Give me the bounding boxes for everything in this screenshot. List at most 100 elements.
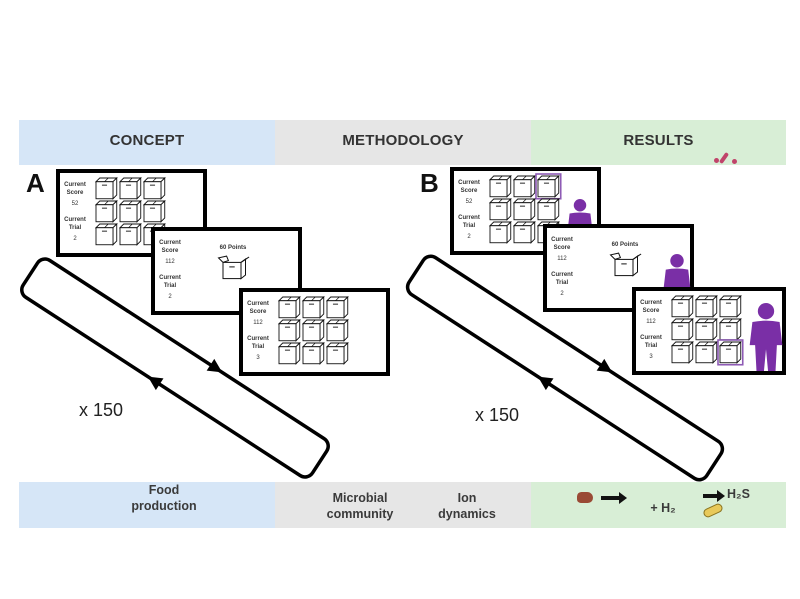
- crate-side: [736, 340, 742, 364]
- crate-tape: [335, 319, 340, 324]
- partner-person-icon: [749, 303, 783, 371]
- loop-arrow-forward-icon: [206, 358, 223, 373]
- crate-side: [712, 294, 718, 318]
- header-concept: CONCEPT: [19, 120, 275, 165]
- crate-front: [302, 300, 321, 319]
- score-value: 52: [466, 199, 473, 205]
- panel-a-label: A: [26, 168, 45, 198]
- score-label: Current: [64, 182, 86, 188]
- trial-value: 2: [560, 291, 564, 297]
- crate-side: [112, 176, 118, 200]
- crate-tape: [311, 342, 316, 347]
- crate-side: [295, 318, 301, 342]
- crate-icon: [142, 199, 166, 223]
- crate-icon: [277, 341, 301, 365]
- header-methodology-label: METHODOLOGY: [342, 132, 464, 149]
- crate-front: [513, 202, 532, 221]
- crate-icon: [325, 295, 349, 319]
- crate-side: [712, 340, 718, 364]
- trial-label: Current: [159, 275, 181, 281]
- trial-label: Trial: [164, 283, 177, 289]
- reward-points-label: 60 Points: [220, 245, 247, 251]
- crate-side: [712, 317, 718, 341]
- arrow-right-icon-2-head: [717, 490, 725, 502]
- crate-icon: [488, 197, 512, 221]
- score-label: Current: [159, 240, 181, 246]
- crate-side: [530, 174, 536, 198]
- open-box-body: [614, 258, 634, 277]
- score-value: 112: [165, 259, 175, 265]
- trial-label: Current: [640, 335, 662, 341]
- crate-front: [278, 323, 297, 342]
- score-label: Current: [551, 237, 573, 243]
- loop-arrow-back-icon: [147, 376, 164, 391]
- score-label: Score: [461, 188, 478, 194]
- microbial-community-label: Microbial community: [326, 491, 394, 521]
- crate-tape: [728, 341, 733, 346]
- crate-tape: [287, 342, 292, 347]
- crate-tape: [680, 318, 685, 323]
- crate-icon: [670, 294, 694, 318]
- crate-side: [343, 341, 349, 365]
- trial-label: Current: [247, 336, 269, 342]
- trial-value: 3: [256, 355, 260, 361]
- crate-tape: [704, 341, 709, 346]
- header-band: CONCEPT METHODOLOGY RESULTS: [19, 120, 786, 165]
- crate-front: [302, 323, 321, 342]
- crate-tape: [128, 200, 133, 205]
- arrow-right-icon-2: [703, 494, 719, 498]
- person-head: [670, 254, 684, 268]
- crate-icon: [301, 341, 325, 365]
- crate-side: [319, 318, 325, 342]
- selection-highlight: [717, 339, 744, 366]
- crate-icon: [488, 220, 512, 244]
- crate-front: [671, 322, 690, 341]
- crate-icon: [512, 220, 536, 244]
- crate-tape: [287, 296, 292, 301]
- crate-front: [489, 225, 508, 244]
- crate-side: [688, 317, 694, 341]
- crate-front: [537, 179, 556, 198]
- crate-front: [513, 225, 532, 244]
- crate-tape: [546, 198, 551, 203]
- crate-front: [119, 227, 138, 246]
- trial-label: Current: [551, 272, 573, 278]
- crate-icon: [277, 318, 301, 342]
- open-box-flap-left: [217, 255, 230, 263]
- trial-value: 3: [649, 354, 653, 360]
- crate-tape: [498, 175, 503, 180]
- crate-icon: [118, 222, 142, 246]
- crate-side: [112, 199, 118, 223]
- crate-side: [506, 174, 512, 198]
- header-results-label: RESULTS: [623, 132, 694, 149]
- panel-b-repeat-label: x 150: [475, 405, 520, 425]
- crate-side: [736, 294, 742, 318]
- footer-methodology: Microbial community Ion dynamics: [275, 482, 531, 528]
- score-label: Score: [643, 308, 660, 314]
- trial-label: Current: [64, 217, 86, 223]
- crate-side: [319, 295, 325, 319]
- crate-icon: [536, 197, 560, 221]
- crate-tape: [522, 175, 527, 180]
- h2-label: + H₂: [650, 501, 676, 515]
- crate-side: [530, 197, 536, 221]
- crate-icon: [94, 176, 118, 200]
- crate-tape: [335, 342, 340, 347]
- crate-tape: [704, 295, 709, 300]
- crate-tape: [335, 296, 340, 301]
- score-label: Current: [247, 301, 269, 307]
- crate-front: [489, 179, 508, 198]
- crate-icon: [512, 174, 536, 198]
- crate-tape: [128, 223, 133, 228]
- arrow-right-icon-head: [619, 492, 627, 504]
- person-head: [573, 199, 587, 212]
- crate-front: [695, 322, 714, 341]
- crate-front: [143, 204, 162, 223]
- crate-front: [513, 179, 532, 198]
- crate-tape: [704, 318, 709, 323]
- trial-label: Trial: [556, 280, 569, 286]
- crate-icon: [301, 295, 325, 319]
- open-box-body: [222, 261, 242, 280]
- score-value: 112: [557, 256, 567, 262]
